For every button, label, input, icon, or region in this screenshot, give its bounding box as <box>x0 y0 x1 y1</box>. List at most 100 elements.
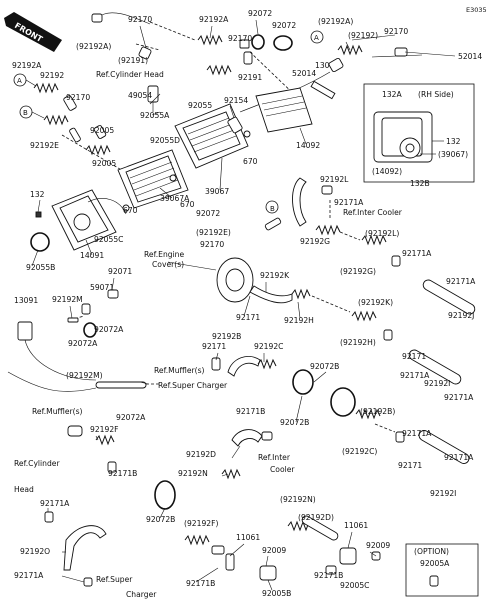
label-92171A-a: 92171A <box>334 198 364 207</box>
label-92171B: 92171B <box>236 407 265 416</box>
label-92192J: 92192J <box>448 311 474 320</box>
label-92192M-p: (92192M) <box>66 371 103 380</box>
option-box: (OPTION) 92005A <box>405 543 479 597</box>
label-92192I: 92192I <box>424 379 450 388</box>
valve-cover-group <box>117 85 313 212</box>
label-92192D: 92192D <box>186 450 216 459</box>
label-92192B-p: (92192B) <box>360 407 395 416</box>
label-92171A-d: 92171A <box>400 371 430 380</box>
label-92192F-p: (92192F) <box>184 519 218 528</box>
label-92154: 92154 <box>224 96 248 105</box>
callout-a-left-icon: A <box>13 73 37 87</box>
ref-super-charger-2: Ref.Super <box>96 575 133 584</box>
label-92171A-g: 92171A <box>444 453 474 462</box>
label-92055A: 92055A <box>140 111 170 120</box>
label-132: 132 <box>30 190 45 199</box>
label-92072B: 92072B <box>310 362 339 371</box>
label-92170-a: 92170 <box>128 15 152 24</box>
lower-left-parts <box>44 425 225 587</box>
label-92192B: 92192B <box>212 332 241 341</box>
label-92191: 92191 <box>238 73 262 82</box>
label-92192E: 92192E <box>30 141 59 150</box>
callout-a-right: A <box>314 34 319 42</box>
label-670-a: 670 <box>243 157 258 166</box>
label-92191-p: (92191) <box>118 56 148 65</box>
rh-side-title: (RH Side) <box>418 90 454 99</box>
label-670-c: 670 <box>123 206 138 215</box>
supercharger-hose-group <box>211 356 470 464</box>
rh-side-label-14092: (14092) <box>372 167 402 176</box>
label-39067A: 39067A <box>160 194 190 203</box>
label-92171A-c: 92171A <box>446 277 476 286</box>
label-92005B: 92005B <box>262 589 291 598</box>
ref-cylinder-head: Ref.Cylinder Head <box>96 70 164 79</box>
label-92005-a: 92005 <box>90 126 114 135</box>
label-92171A-b: 92171A <box>402 249 432 258</box>
ref-super-charger: Ref.Super Charger <box>158 381 228 390</box>
label-92192N: 92192N <box>178 469 208 478</box>
label-92192-a: 92192 <box>40 71 64 80</box>
ref-muffler: Ref.Muffler(s) <box>154 366 205 375</box>
label-92192O: 92192O <box>20 547 50 556</box>
ref-muffler-2: Ref.Muffler(s) <box>32 407 83 416</box>
label-92192A-p: (92192A) <box>318 17 353 26</box>
label-92171A-f: 92171A <box>402 429 432 438</box>
label-92192-p-top: (92192) <box>348 31 378 40</box>
side-cover-group <box>30 189 127 252</box>
label-92170-d: 92170 <box>66 93 90 102</box>
label-92192A-p2: (92192A) <box>76 42 111 51</box>
label-92055D: 92055D <box>150 136 180 145</box>
option-part: 92005A <box>420 559 450 568</box>
leader-lines <box>31 19 377 591</box>
label-92072B-a: 92072B <box>280 418 309 427</box>
label-92171B-c: 92171B <box>186 579 215 588</box>
ref-engine-cover-2: Cover(s) <box>152 260 184 269</box>
label-92192N-p: (92192N) <box>280 495 316 504</box>
label-39067: 39067 <box>205 187 229 196</box>
label-92171B-b: 92171B <box>108 469 137 478</box>
front-arrow-icon: FRONT <box>4 12 62 52</box>
label-92192L: 92192L <box>320 175 349 184</box>
label-52014-a: 52014 <box>292 69 316 78</box>
option-title: (OPTION) <box>414 547 449 556</box>
diagram-code: E3035 <box>466 6 487 14</box>
label-92072A: 92072A <box>94 325 124 334</box>
rh-side-label-132: 132 <box>446 137 461 146</box>
ref-inter-cooler-2: Ref.Inter <box>258 453 291 462</box>
label-92171-b: 92171 <box>202 342 226 351</box>
rh-side-label-39067: (39067) <box>438 150 468 159</box>
label-92192K-p: (92192K) <box>358 298 393 307</box>
rh-side-label-132a: 132A <box>382 90 402 99</box>
callout-a-left: A <box>17 77 22 85</box>
ref-inter-cooler: Ref.Inter Cooler <box>343 208 403 217</box>
ref-super-charger-2b: Charger <box>126 590 157 599</box>
label-92071: 92071 <box>108 267 132 276</box>
callout-b-right: B <box>270 205 275 213</box>
label-92192C: 92192C <box>254 342 283 351</box>
label-92072A-b: 92072A <box>116 413 146 422</box>
label-130: 130 <box>315 61 330 70</box>
label-13091: 13091 <box>14 296 38 305</box>
label-92171-d: 92171 <box>398 461 422 470</box>
label-14092: 14092 <box>296 141 320 150</box>
label-92170-e: 92170 <box>200 240 224 249</box>
label-92171A-i: 92171A <box>14 571 44 580</box>
label-670-b: 670 <box>180 200 195 209</box>
label-92192H-p: (92192H) <box>340 338 376 347</box>
rh-side-inset: (RH Side) 132A 132 (39067) (14092) 132B <box>363 83 475 188</box>
label-49054: 49054 <box>128 91 152 100</box>
label-92192G-p: (92192G) <box>340 267 376 276</box>
label-92192C-p: (92192C) <box>342 447 377 456</box>
callout-b-mid-icon <box>265 200 279 214</box>
label-52014-b: 52014 <box>458 52 482 61</box>
label-92192M: 92192M <box>52 295 83 304</box>
label-92072-b: 92072 <box>272 21 296 30</box>
label-59071: 59071 <box>90 283 114 292</box>
label-92171-c: 92171 <box>402 352 426 361</box>
label-92192K: 92192K <box>260 271 290 280</box>
ref-cylinder-head-2b: Head <box>14 485 34 494</box>
label-92055: 92055 <box>188 101 212 110</box>
label-92171-a: 92171 <box>236 313 260 322</box>
callout-b-left-icon: B <box>19 105 45 119</box>
